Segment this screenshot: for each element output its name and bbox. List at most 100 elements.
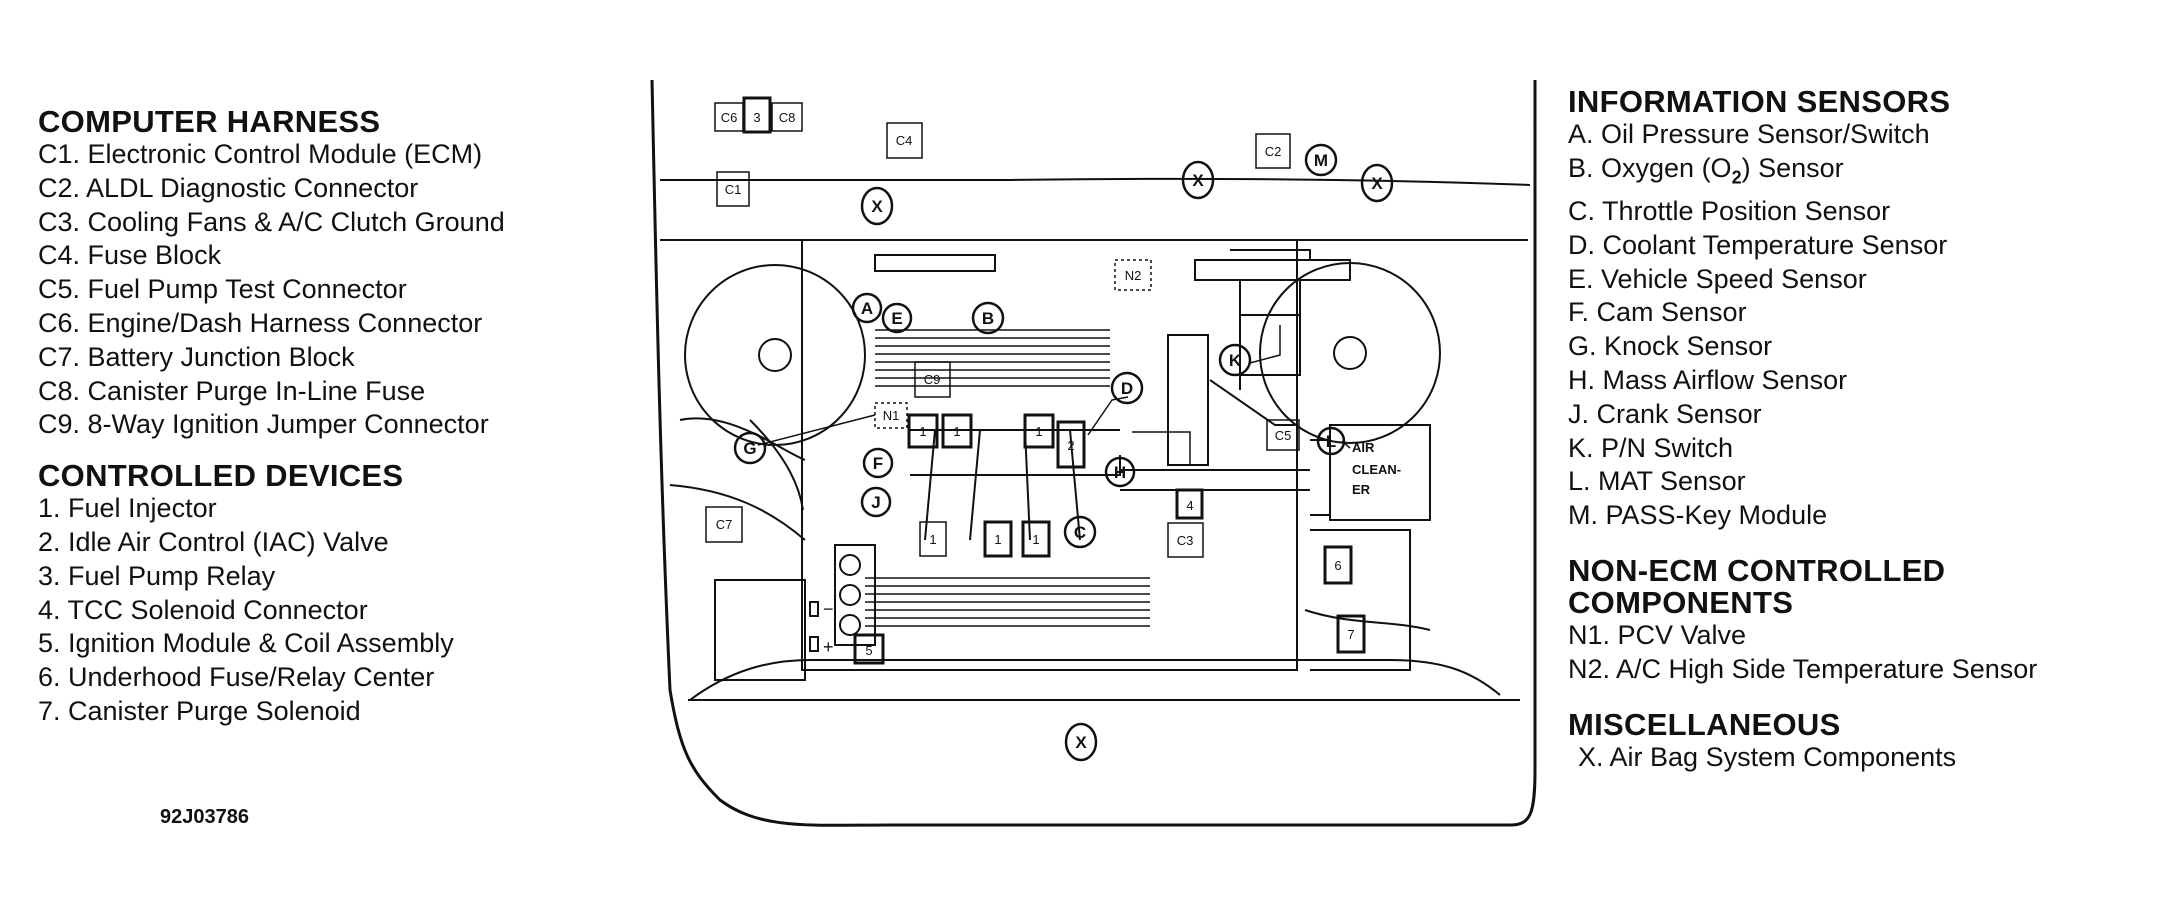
marker-x-4: X — [1075, 733, 1087, 752]
legend-item-c7: C7. Battery Junction Block — [38, 341, 355, 372]
information-sensors-list: A. Oil Pressure Sensor/Switch B. Oxygen … — [1568, 118, 2037, 533]
non-ecm-heading-line1: NON-ECM CONTROLLED — [1568, 552, 1946, 588]
air-cleaner-box — [1329, 424, 1431, 521]
label-1b: 1 — [953, 424, 960, 439]
marker-b: B — [982, 309, 994, 328]
hood-line — [660, 177, 1531, 186]
legend-item-g: G. Knock Sensor — [1568, 331, 1773, 362]
label-n1: N1 — [883, 408, 900, 423]
label-2: 2 — [1067, 438, 1074, 453]
label-c9: C9 — [924, 372, 941, 387]
air-cleaner-label: AIR CLEAN- ER — [1352, 440, 1401, 497]
leader-lines — [757, 325, 1351, 465]
legend-item-3: 3. Fuel Pump Relay — [38, 560, 276, 591]
label-4: 4 — [1186, 498, 1193, 513]
front-curve — [689, 659, 1501, 701]
label-c7: C7 — [716, 517, 733, 532]
oxygen-prefix: B. Oxygen (O — [1568, 152, 1732, 183]
label-c4: C4 — [896, 133, 913, 148]
right-fuse-area — [1304, 529, 1431, 671]
legend-item-c1: C1. Electronic Control Module (ECM) — [38, 139, 483, 169]
computer-harness-heading: COMPUTER HARNESS — [38, 104, 381, 139]
marker-h: H — [1114, 463, 1126, 482]
compressor-bracket — [1194, 249, 1351, 390]
legend-item-6: 6. Underhood Fuse/Relay Center — [38, 662, 435, 693]
label-c5: C5 — [1275, 428, 1292, 443]
legend-item-c8: C8. Canister Purge In-Line Fuse — [38, 375, 426, 406]
sensor-markers — [733, 143, 1394, 762]
terminal-screw — [839, 614, 861, 636]
legend-item-2: 2. Idle Air Control (IAC) Valve — [38, 526, 389, 557]
legend-item-7: 7. Canister Purge Solenoid — [38, 695, 361, 726]
marker-x-3: X — [1371, 174, 1383, 193]
legend-item-f: F. Cam Sensor — [1568, 297, 1747, 328]
legend-item-c6: C6. Engine/Dash Harness Connector — [38, 307, 483, 338]
computer-harness-list: C1. Electronic Control Module (ECM) C2. … — [38, 138, 505, 442]
marker-c: C — [1074, 523, 1086, 542]
controlled-devices-list: 1. Fuel Injector 2. Idle Air Control (IA… — [38, 492, 505, 729]
right-fan — [1259, 262, 1441, 444]
label-n2: N2 — [1125, 268, 1142, 283]
legend-item-j: J. Crank Sensor — [1568, 398, 1762, 429]
box-labels: C6 3 C8 C4 C1 C2 C9 C5 C3 C7 N1 N2 1 1 1… — [716, 110, 1355, 658]
label-5: 5 — [865, 643, 872, 658]
legend-item-4: 4. TCC Solenoid Connector — [38, 594, 368, 625]
engine-block — [801, 239, 1298, 671]
miscellaneous-heading: MISCELLANEOUS — [1568, 706, 1841, 742]
miscellaneous-list: X. Air Bag System Components — [1568, 741, 2037, 775]
label-c3: C3 — [1177, 533, 1194, 548]
marker-m: M — [1314, 151, 1328, 170]
legend-item-m: M. PASS-Key Module — [1568, 500, 1828, 531]
air-cleaner-line1: AIR — [1352, 440, 1375, 455]
marker-a: A — [861, 299, 873, 318]
marker-l: L — [1326, 432, 1336, 451]
legend-item-h: H. Mass Airflow Sensor — [1568, 364, 1848, 395]
terminal-screw — [839, 584, 861, 606]
label-1d: 1 — [929, 532, 936, 547]
legend-item-l: L. MAT Sensor — [1568, 466, 1746, 497]
label-3: 3 — [753, 110, 760, 125]
legend-item-c5: C5. Fuel Pump Test Connector — [38, 274, 407, 305]
marker-d: D — [1121, 379, 1133, 398]
legend-item-c2: C2. ALDL Diagnostic Connector — [38, 172, 419, 203]
air-cleaner-line3: ER — [1352, 482, 1371, 497]
legend-item-b: B. Oxygen (O2) Sensor — [1568, 152, 2037, 195]
legend-item-c4: C4. Fuse Block — [38, 240, 222, 271]
label-c2: C2 — [1265, 144, 1282, 159]
marker-g: G — [743, 439, 756, 458]
battery-minus-label: − — [823, 599, 834, 619]
label-6: 6 — [1334, 558, 1341, 573]
legend-item-a: A. Oil Pressure Sensor/Switch — [1568, 119, 1930, 149]
label-1a: 1 — [919, 424, 926, 439]
air-cleaner-line2: CLEAN- — [1352, 462, 1401, 477]
legend-item-k: K. P/N Switch — [1568, 432, 1734, 463]
information-sensors-heading: INFORMATION SENSORS — [1568, 84, 1951, 119]
throttle-body — [1167, 334, 1209, 466]
component-boxes — [705, 96, 1366, 665]
oxygen-suffix: ) Sensor — [1741, 152, 1844, 183]
marker-e: E — [891, 309, 902, 328]
left-fan-hub — [758, 338, 792, 372]
air-cleaner-duct — [1310, 439, 1330, 516]
manifold — [910, 429, 1121, 541]
legend-item-n2: N2. A/C High Side Temperature Sensor — [1568, 653, 2038, 684]
right-fan-hub — [1333, 336, 1367, 370]
left-legend: COMPUTER HARNESS C1. Electronic Control … — [38, 106, 505, 729]
left-fan — [684, 264, 866, 446]
label-7: 7 — [1347, 627, 1354, 642]
legend-item-5: 5. Ignition Module & Coil Assembly — [38, 628, 454, 659]
air-duct — [1120, 469, 1310, 491]
battery-terminal-minus — [809, 601, 819, 617]
sensor-marker-labels: A E B D F G J C H K L M X X X X — [743, 151, 1383, 752]
battery — [714, 579, 806, 681]
marker-f: F — [873, 454, 883, 473]
vehicle-outline — [650, 79, 1537, 827]
legend-item-d: D. Coolant Temperature Sensor — [1568, 229, 1948, 260]
figure-code: 92J03786 — [160, 806, 249, 828]
terminal-screw — [839, 554, 861, 576]
marker-k: K — [1229, 351, 1242, 370]
legend-item-c9: C9. 8-Way Ignition Jumper Connector — [38, 409, 489, 440]
legend-item-c: C. Throttle Position Sensor — [1568, 195, 1891, 226]
right-legend: INFORMATION SENSORS A. Oil Pressure Sens… — [1568, 86, 2037, 774]
label-1f: 1 — [1032, 532, 1039, 547]
